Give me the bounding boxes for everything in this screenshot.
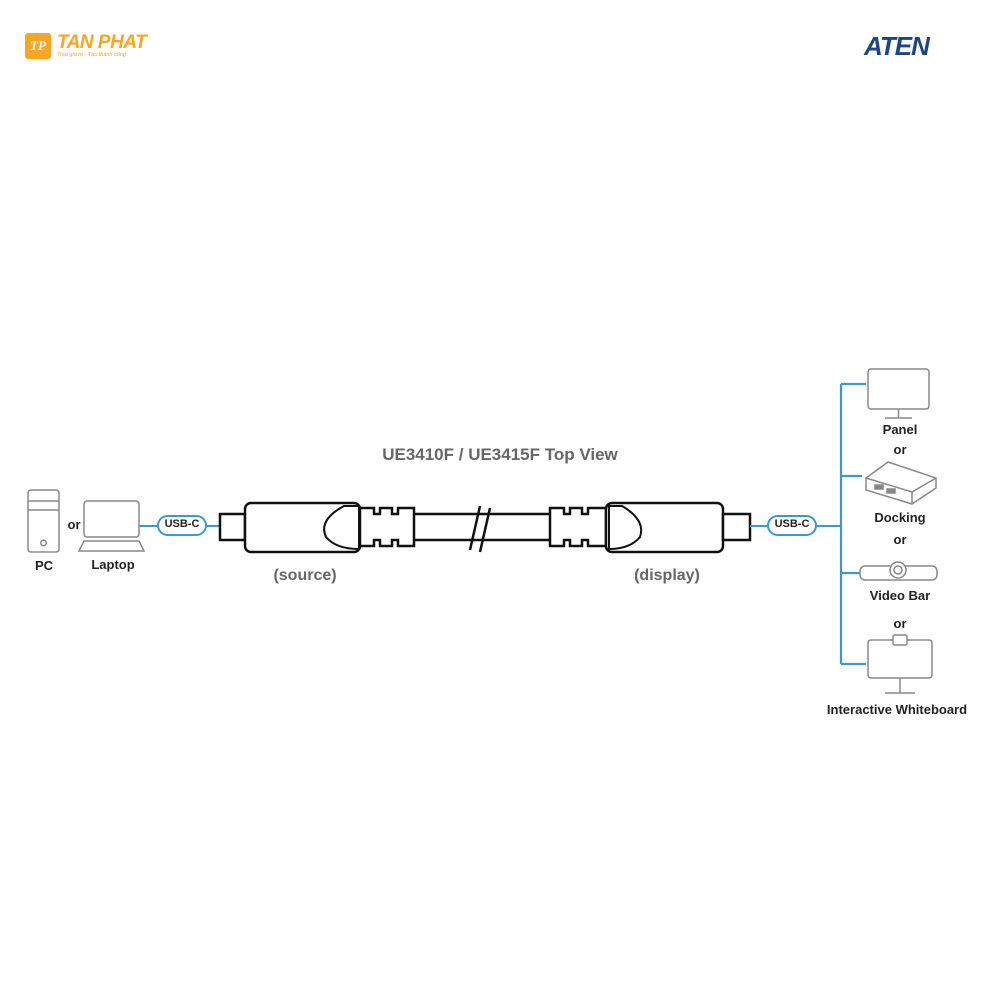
whiteboard-icon	[867, 634, 933, 694]
display-label: (display)	[634, 567, 700, 584]
usb-c-badge-display	[767, 515, 817, 536]
or-label-3: or	[893, 616, 907, 631]
display-connector-icon	[548, 501, 752, 554]
or-label-1: or	[893, 442, 907, 457]
video-bar-icon	[859, 561, 938, 581]
laptop-label: Laptop	[91, 557, 135, 572]
usb-c-source-label: USB-C	[164, 518, 200, 530]
usb-c-display-label: USB-C	[774, 518, 810, 530]
pc-tower-icon	[27, 489, 60, 553]
laptop-icon	[77, 500, 146, 552]
video-bar-label: Video Bar	[869, 588, 931, 603]
diagram-title: UE3410F / UE3415F Top View	[382, 445, 618, 464]
whiteboard-label: Interactive Whiteboard	[826, 702, 968, 717]
source-connector-icon	[218, 501, 490, 554]
tanphat-mark-icon: TP	[25, 33, 51, 59]
display-branch-lines	[839, 382, 866, 666]
panel-label: Panel	[882, 422, 918, 437]
docking-station-icon	[865, 461, 937, 505]
aten-logo: ATEN	[864, 31, 930, 61]
docking-label: Docking	[874, 510, 926, 525]
source-or-label: or	[67, 517, 81, 532]
cable-break-icon	[468, 505, 550, 553]
source-label: (source)	[273, 567, 337, 584]
tanphat-slogan: Trao giá trị - Tạo thành công	[57, 52, 126, 59]
tanphat-name: TAN PHAT	[57, 32, 147, 54]
usb-c-badge-source	[157, 515, 207, 536]
monitor-icon	[867, 368, 930, 419]
pc-label: PC	[34, 558, 54, 573]
tanphat-logo: TP TAN PHAT Trao giá trị - Tạo thành côn…	[25, 32, 147, 59]
or-label-2: or	[893, 532, 907, 547]
